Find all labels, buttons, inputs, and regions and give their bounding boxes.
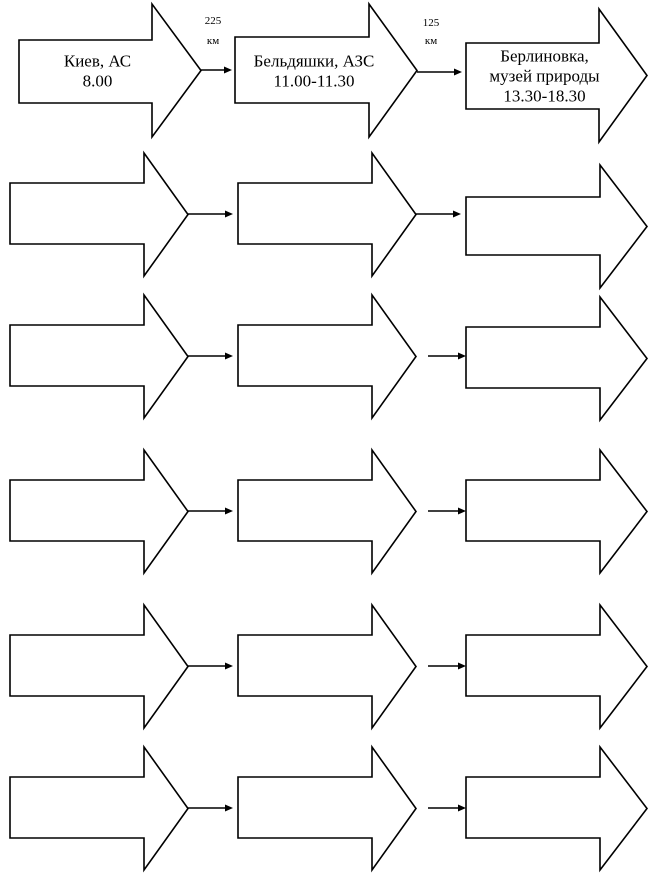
arrow-shape <box>465 602 649 731</box>
connector-arrow <box>417 68 462 76</box>
distance-value: 225 <box>205 15 222 27</box>
connector-arrow <box>188 804 233 812</box>
stop-arrow-row5-3 <box>465 602 649 731</box>
connector-arrow <box>188 352 233 360</box>
distance-unit: км <box>207 35 219 47</box>
stop-label-line: музей природы <box>489 67 600 86</box>
route-row-3 <box>9 292 649 423</box>
stop-label-line: Берлиновка, <box>500 47 589 66</box>
distance-unit: км <box>425 35 437 47</box>
route-row-5 <box>9 602 649 731</box>
stop-label-line: 8.00 <box>83 72 113 91</box>
connector-arrowhead-icon <box>458 352 466 360</box>
connector-arrowhead-icon <box>458 507 466 515</box>
stop-label-line: 13.30-18.30 <box>503 87 585 106</box>
arrow-shape <box>9 292 189 421</box>
connector-arrow <box>188 507 233 515</box>
arrow-shape <box>465 162 649 291</box>
arrow-shape <box>9 602 189 731</box>
connector-arrow <box>428 804 466 812</box>
arrow-shape <box>237 150 417 279</box>
stop-arrow-row5-1 <box>9 602 189 731</box>
connector-arrowhead-icon <box>225 507 233 515</box>
connector-arrowhead-icon <box>453 210 461 218</box>
stop-arrow-row6-1 <box>9 744 189 873</box>
connector-arrow <box>428 662 466 670</box>
arrow-shape <box>234 1 418 140</box>
stop-arrow-row2-3 <box>465 162 649 291</box>
stop-label-line: Бельдяшки, АЗС <box>254 52 375 71</box>
connector-arrowhead-icon <box>225 210 233 218</box>
arrow-shape <box>237 292 417 421</box>
arrow-shape <box>9 744 189 873</box>
arrow-shape <box>465 6 648 145</box>
connector-arrowhead-icon <box>458 662 466 670</box>
connector-arrowhead-icon <box>224 66 232 74</box>
distance-value: 125 <box>423 17 440 29</box>
connector-arrowhead-icon <box>225 662 233 670</box>
stop-arrow-row6-3 <box>465 744 649 873</box>
connector-arrowhead-icon <box>454 68 462 76</box>
stop-label-line: 11.00-11.30 <box>274 72 355 91</box>
stop-arrow-row3-2 <box>237 292 417 421</box>
stop-arrow-row6-2 <box>237 744 417 873</box>
arrow-shape <box>9 447 189 576</box>
arrow-shape <box>18 1 202 140</box>
connector-arrowhead-icon <box>225 352 233 360</box>
connector-arrow <box>428 352 466 360</box>
arrow-shape <box>237 602 417 731</box>
stop-arrow-row4-3 <box>465 447 649 576</box>
stop-arrow-row3-1 <box>9 292 189 421</box>
connector-arrow <box>428 507 466 515</box>
connector-arrow <box>201 66 232 74</box>
stop-arrow-row2-2 <box>237 150 417 279</box>
connector-arrowhead-icon <box>225 804 233 812</box>
stop-arrow-row3-3 <box>465 294 649 423</box>
arrow-shape <box>465 447 649 576</box>
arrow-shape <box>237 447 417 576</box>
stop-arrow-row4-1 <box>9 447 189 576</box>
route-row-2 <box>9 150 649 291</box>
arrow-shape <box>465 744 649 873</box>
connector-arrowhead-icon <box>458 804 466 812</box>
route-row-6 <box>9 744 649 873</box>
connector-arrow <box>188 662 233 670</box>
connector-arrow <box>188 210 233 218</box>
stop-arrow-row1-1: Киев, АС8.00 <box>18 1 202 140</box>
stop-arrow-row2-1 <box>9 150 189 279</box>
arrow-shape <box>465 294 649 423</box>
arrow-shape <box>9 150 189 279</box>
stop-arrow-row4-2 <box>237 447 417 576</box>
stop-label-line: Киев, АС <box>64 52 131 71</box>
connector-arrow <box>416 210 461 218</box>
route-row-4 <box>9 447 649 576</box>
stop-arrow-row5-2 <box>237 602 417 731</box>
arrow-shape <box>237 744 417 873</box>
